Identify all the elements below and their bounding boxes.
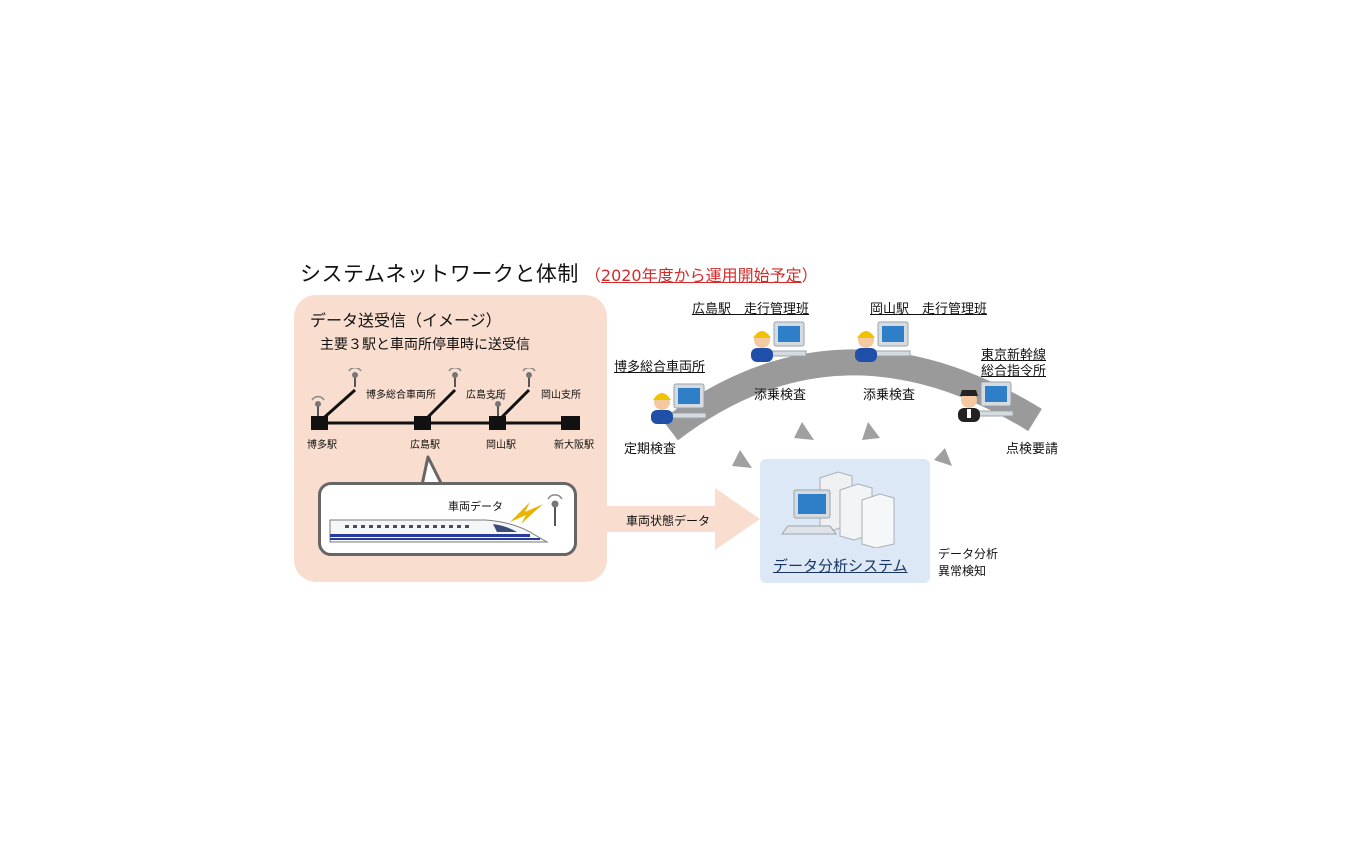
page-title: システムネットワークと体制 [300, 262, 579, 286]
branch-label-hakata-depot: 博多総合車両所 [366, 390, 436, 401]
label-ride-check-1: 添乗検査 [754, 388, 807, 403]
worker-icon [855, 331, 877, 362]
label-ride-check-2: 添乗検査 [863, 388, 916, 403]
pointer-triangle [934, 448, 952, 466]
station-label-hakata: 博多駅 [307, 440, 337, 451]
branch-label-okayama: 岡山支所 [541, 390, 581, 401]
label-hiroshima-team: 広島駅 走行管理班 [692, 302, 810, 317]
train-illustration [329, 494, 563, 543]
panel-heading: データ送受信（イメージ） [310, 311, 502, 330]
dispatcher-icon [958, 390, 980, 422]
worker-pc-hiroshima [751, 321, 807, 362]
station-block-shin-osaka [561, 416, 580, 430]
station-block-okayama [489, 416, 506, 430]
label-periodic-inspection: 定期検査 [624, 442, 677, 457]
vehicle-status-label: 車両状態データ [626, 514, 711, 528]
station-label-okayama: 岡山駅 [486, 440, 516, 451]
computer-icon [978, 381, 1014, 417]
pointer-triangle [794, 422, 814, 440]
label-tokyo-hq-line2: 総合指令所 [981, 364, 1047, 379]
antenna-icon [522, 368, 536, 387]
label-inspection-request: 点検要請 [1006, 442, 1059, 457]
station-block-hiroshima [414, 416, 431, 430]
analysis-note-line1: データ分析 [938, 547, 999, 561]
analysis-note-line2: 異常検知 [938, 564, 987, 578]
train-data-label: 車両データ [448, 500, 503, 513]
worker-pc-hakata [651, 383, 707, 424]
computer-icon [781, 489, 837, 535]
lightning-icon [510, 502, 543, 524]
antenna-icon [448, 368, 462, 387]
schedule-note: （2020年度から運用開始予定） [585, 266, 818, 285]
diagram-title: システムネットワークと体制 （2020年度から運用開始予定） [300, 258, 818, 288]
rail-line-diagram [311, 368, 580, 430]
label-tokyo-hq-line1: 東京新幹線 [981, 348, 1047, 363]
server-icon [781, 471, 895, 548]
schedule-open-paren: （ [584, 266, 601, 285]
arrow-shape [600, 488, 760, 550]
schedule-text: 2020年度から運用開始予定 [600, 266, 802, 285]
antenna-icon [311, 395, 325, 416]
computer-icon [875, 321, 911, 357]
antenna-icon [348, 368, 362, 387]
antenna-icon [491, 395, 505, 416]
branch-label-hiroshima: 広島支所 [466, 390, 506, 401]
pointer-triangle [862, 422, 880, 440]
pointer-triangle [732, 450, 752, 468]
computer-icon [671, 383, 707, 419]
worker-pc-okayama [855, 321, 911, 362]
antenna-icon [547, 494, 563, 526]
station-block-hakata [311, 416, 328, 430]
worker-icon [751, 331, 773, 362]
panel-subheading: 主要３駅と車両所停車時に送受信 [320, 337, 530, 353]
label-hakata-depot: 博多総合車両所 [614, 360, 706, 375]
shinkansen-icon [329, 519, 549, 543]
computer-icon [771, 321, 807, 357]
label-okayama-team: 岡山駅 走行管理班 [870, 302, 988, 317]
train-data-bubble [318, 482, 577, 556]
station-label-shin-osaka: 新大阪駅 [554, 440, 594, 451]
controller-pc-tokyo [958, 381, 1014, 422]
station-label-hiroshima: 広島駅 [410, 440, 440, 451]
schedule-close-paren: ） [801, 266, 818, 285]
data-analysis-system-title: データ分析システム [773, 557, 908, 575]
server-tower [861, 493, 895, 548]
vehicle-status-arrow [600, 488, 760, 550]
worker-icon [651, 393, 673, 424]
